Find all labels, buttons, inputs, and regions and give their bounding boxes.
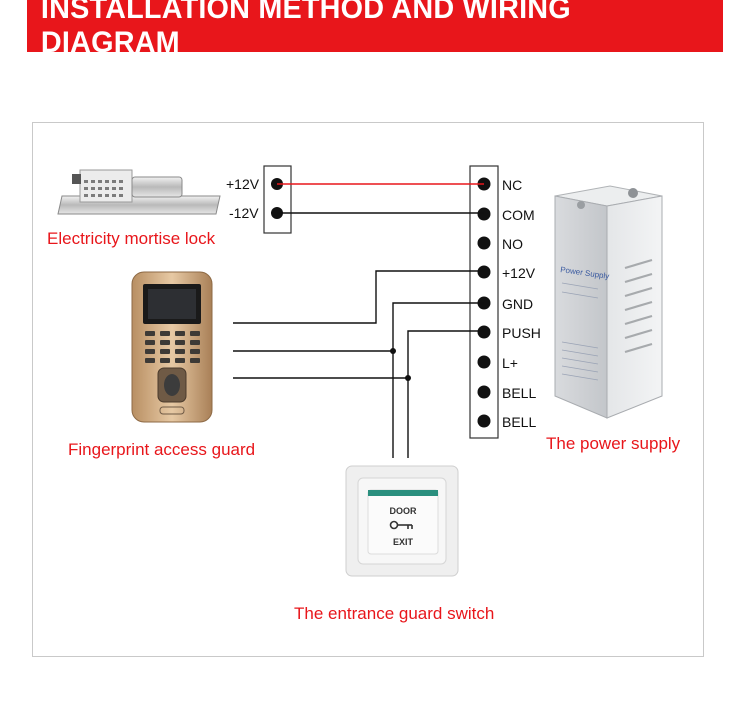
power-supply-caption: The power supply — [546, 434, 681, 453]
lock-caption: Electricity mortise lock — [47, 229, 216, 248]
psu-terminal-label-l-plus: L+ — [502, 355, 518, 371]
mortise-lock-device — [57, 169, 221, 215]
psu-terminal-block — [469, 165, 499, 439]
wire-gnd — [233, 302, 484, 352]
psu-terminal-label-12v: +12V — [502, 265, 536, 281]
fingerprint-device — [131, 271, 213, 423]
wires — [233, 183, 484, 458]
terminal-12v — [477, 265, 491, 279]
wire-12v — [233, 270, 484, 324]
page-title: INSTALLATION METHOD AND WIRING DIAGRAM — [40, 0, 571, 59]
power-supply-device: Power Supply — [554, 185, 663, 419]
terminal-bell-1 — [477, 385, 491, 399]
terminal-bell-2 — [477, 414, 491, 428]
key-icon — [389, 520, 413, 530]
fingerprint-caption: Fingerprint access guard — [68, 440, 256, 459]
psu-terminal-label-no: NO — [502, 236, 523, 252]
title-banner: INSTALLATION METHOD AND WIRING DIAGRAM — [27, 0, 723, 59]
lock-terminal-block — [263, 165, 292, 234]
psu-terminal-label-com: COM — [502, 207, 535, 223]
terminal-com — [477, 207, 491, 221]
psu-terminal-label-bell-1: BELL — [502, 385, 537, 401]
psu-terminal-label-nc: NC — [502, 177, 523, 193]
terminal-push — [477, 325, 491, 339]
switch-exit-text: EXIT — [393, 537, 414, 547]
wire-push — [233, 330, 484, 379]
terminal-l-plus — [477, 355, 491, 369]
psu-terminal-label-push: PUSH — [502, 325, 541, 341]
lock-terminal-label-plus: +12V — [226, 176, 260, 192]
exit-switch-device: DOOR EXIT — [345, 465, 459, 577]
switch-door-text: DOOR — [390, 506, 418, 516]
psu-terminal-label-bell-2: BELL — [502, 414, 537, 430]
diagram-frame — [32, 122, 704, 657]
terminal-no — [477, 236, 491, 250]
switch-caption: The entrance guard switch — [294, 604, 495, 623]
psu-terminal-label-gnd: GND — [502, 296, 534, 312]
lock-terminal-label-minus: -12V — [229, 205, 259, 221]
